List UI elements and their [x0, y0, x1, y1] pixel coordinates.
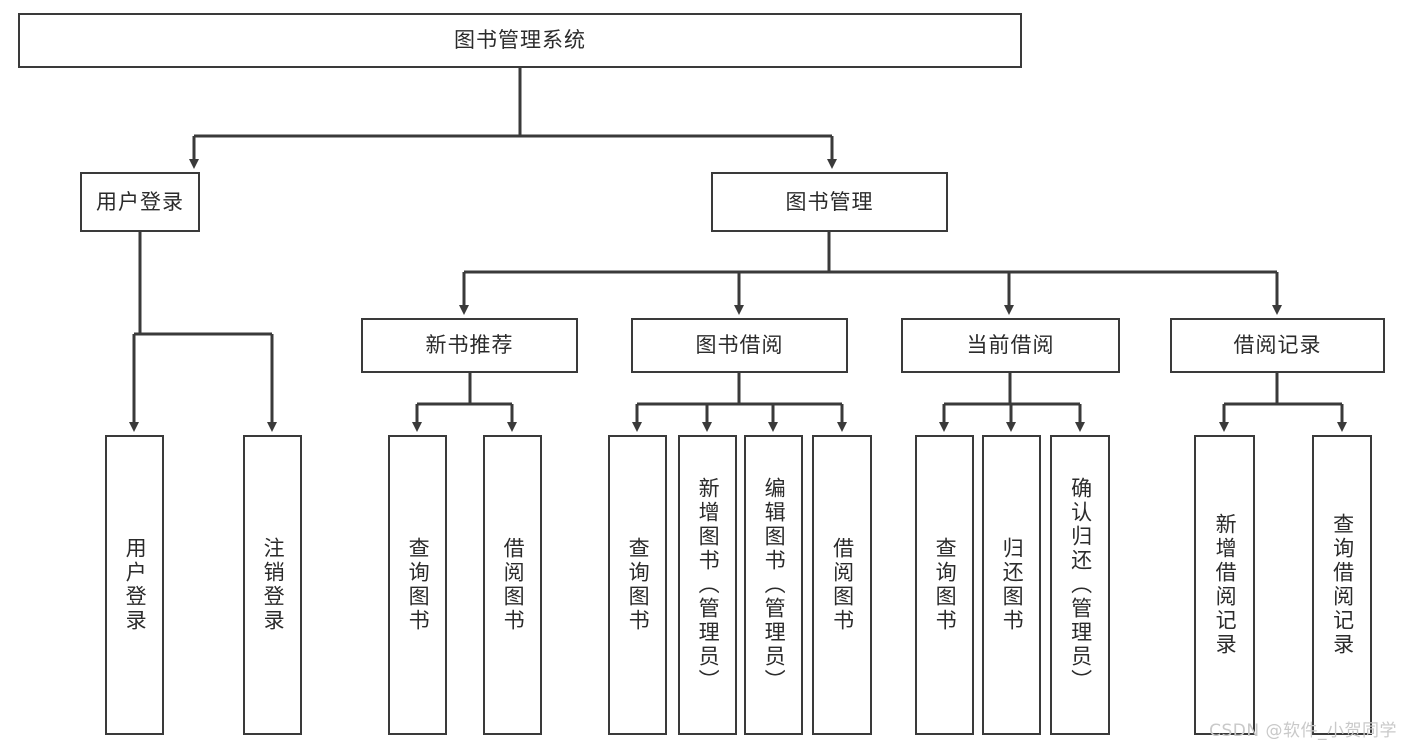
node-borrow-record-label: 借阅记录	[1233, 333, 1322, 358]
node-leaf-add-book[interactable]: 新增图书（管理员）	[678, 435, 737, 735]
node-leaf-add-record-label: 新增借阅记录	[1213, 513, 1238, 657]
node-new-book-rec-label: 新书推荐	[425, 333, 514, 358]
node-leaf-user-logout-label: 注销登录	[261, 537, 286, 633]
node-leaf-confirm-return[interactable]: 确认归还（管理员）	[1050, 435, 1110, 735]
node-leaf-borrow-book-1-label: 借阅图书	[501, 537, 526, 633]
node-leaf-add-book-label: 新增图书（管理员）	[696, 477, 721, 693]
node-leaf-edit-book[interactable]: 编辑图书（管理员）	[744, 435, 803, 735]
node-leaf-query-record[interactable]: 查询借阅记录	[1312, 435, 1372, 735]
node-leaf-query-book-2-label: 查询图书	[626, 537, 651, 633]
node-leaf-query-book-3[interactable]: 查询图书	[915, 435, 974, 735]
node-leaf-borrow-book-2-label: 借阅图书	[830, 537, 855, 633]
node-root[interactable]: 图书管理系统	[18, 13, 1022, 68]
node-current-borrow-label: 当前借阅	[966, 333, 1055, 358]
node-leaf-borrow-book-1[interactable]: 借阅图书	[483, 435, 542, 735]
node-root-label: 图书管理系统	[454, 28, 586, 53]
node-leaf-borrow-book-2[interactable]: 借阅图书	[812, 435, 872, 735]
node-leaf-edit-book-label: 编辑图书（管理员）	[762, 477, 787, 693]
node-new-book-rec[interactable]: 新书推荐	[361, 318, 578, 373]
node-user-login-label: 用户登录	[96, 189, 184, 214]
node-leaf-query-book-1-label: 查询图书	[406, 537, 431, 633]
node-leaf-add-record[interactable]: 新增借阅记录	[1194, 435, 1255, 735]
node-leaf-query-book-2[interactable]: 查询图书	[608, 435, 667, 735]
node-book-manage[interactable]: 图书管理	[711, 172, 948, 232]
node-leaf-user-logout[interactable]: 注销登录	[243, 435, 302, 735]
node-leaf-user-login-label: 用户登录	[123, 537, 148, 633]
node-leaf-confirm-return-label: 确认归还（管理员）	[1068, 477, 1093, 693]
node-user-login[interactable]: 用户登录	[80, 172, 200, 232]
node-leaf-query-record-label: 查询借阅记录	[1330, 513, 1355, 657]
node-leaf-return-book-label: 归还图书	[1000, 537, 1025, 633]
node-book-borrow-label: 图书借阅	[695, 333, 784, 358]
node-borrow-record[interactable]: 借阅记录	[1170, 318, 1385, 373]
node-leaf-return-book[interactable]: 归还图书	[982, 435, 1041, 735]
node-leaf-user-login[interactable]: 用户登录	[105, 435, 164, 735]
node-book-borrow[interactable]: 图书借阅	[631, 318, 848, 373]
node-current-borrow[interactable]: 当前借阅	[901, 318, 1120, 373]
node-leaf-query-book-3-label: 查询图书	[933, 537, 958, 633]
node-book-manage-label: 图书管理	[785, 189, 874, 214]
node-leaf-query-book-1[interactable]: 查询图书	[388, 435, 447, 735]
